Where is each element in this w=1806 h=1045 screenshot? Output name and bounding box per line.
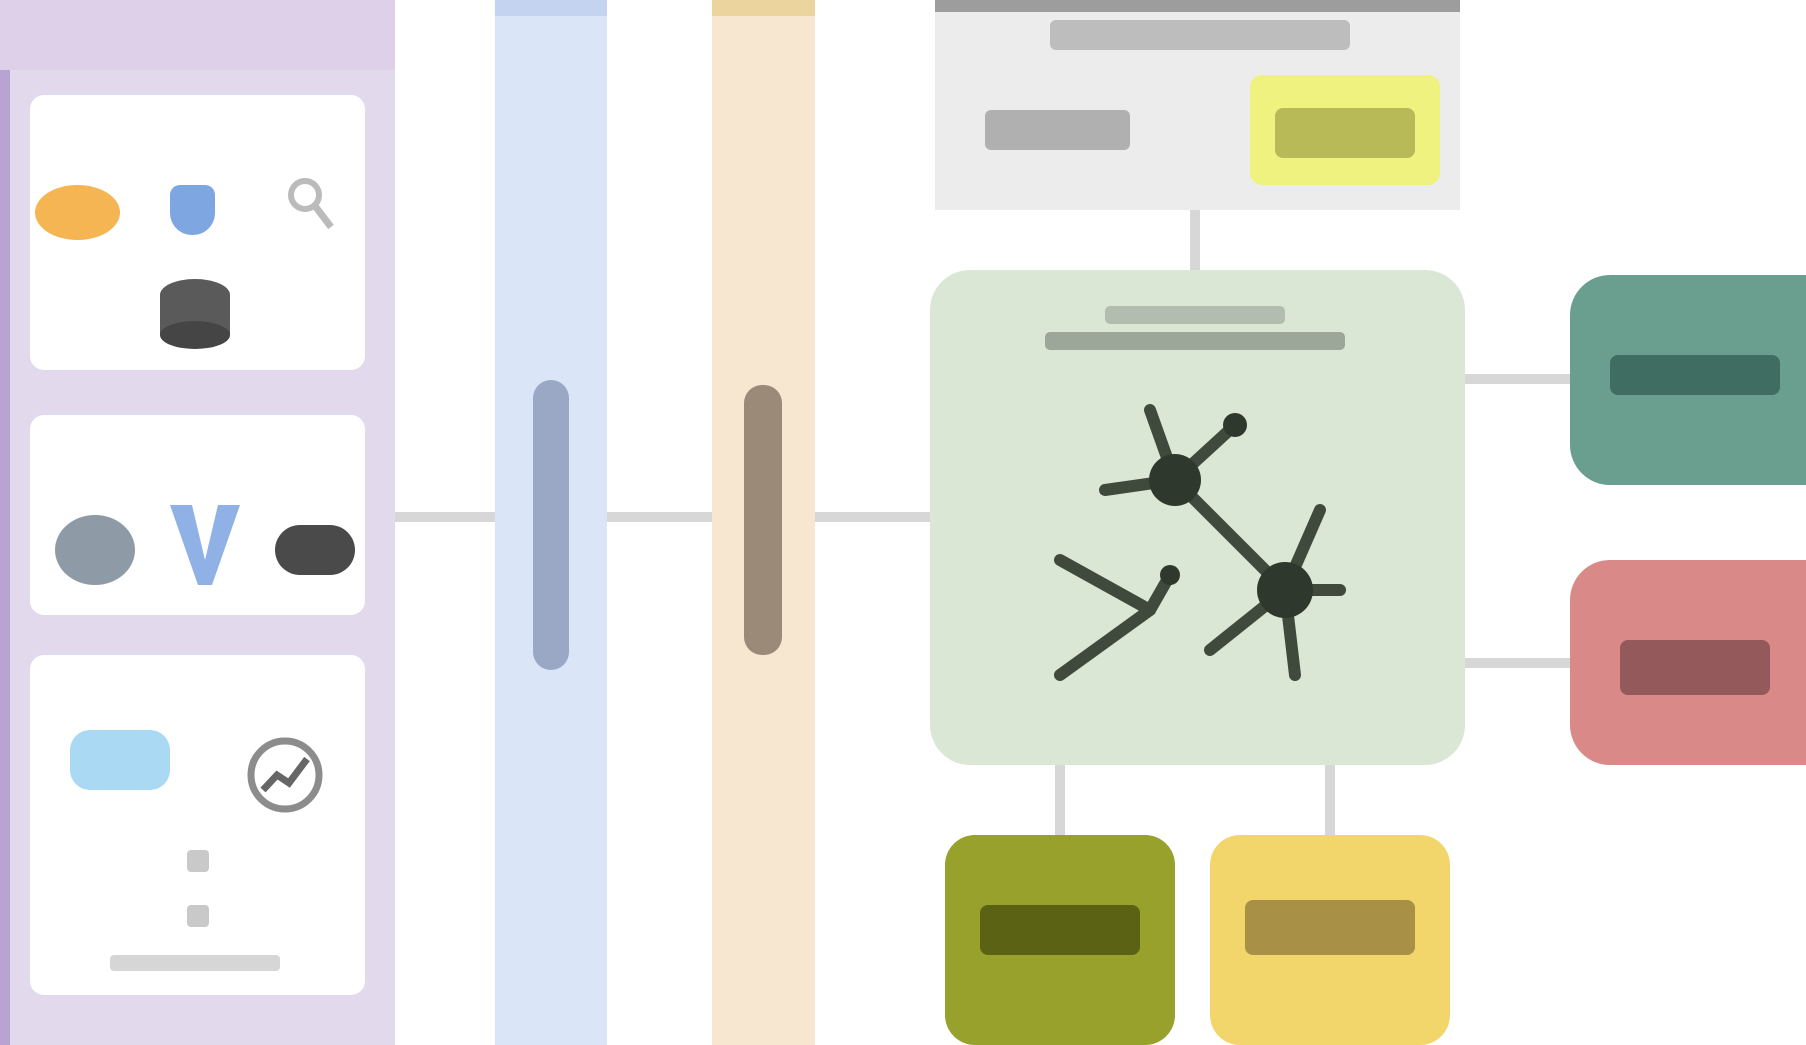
connector xyxy=(1465,658,1570,668)
connector xyxy=(1055,765,1065,835)
bottom-caption xyxy=(110,955,280,971)
v-logo-icon xyxy=(170,505,240,590)
small-marker-icon xyxy=(187,850,209,872)
connector xyxy=(815,512,930,522)
orange-layer-label xyxy=(744,385,782,655)
orange-layer-bar-cap xyxy=(712,0,815,16)
chart-icon xyxy=(245,735,325,815)
small-marker-icon xyxy=(187,905,209,927)
left-panel-title xyxy=(70,18,320,54)
central-core-box xyxy=(930,270,1465,765)
database-icon xyxy=(150,275,240,355)
card-outputs xyxy=(30,655,365,995)
water-icon xyxy=(70,730,170,790)
top-module-left-label xyxy=(985,110,1130,150)
blue-layer-label xyxy=(533,380,569,670)
connector xyxy=(607,512,712,522)
cloud-icon xyxy=(275,525,355,575)
orange-oval-icon xyxy=(35,185,120,240)
connector xyxy=(1190,210,1200,270)
top-module-title xyxy=(1050,20,1350,50)
connector xyxy=(1465,374,1570,384)
right-output-pink-label xyxy=(1620,640,1770,695)
bottom-output-yellow-label xyxy=(1245,900,1415,955)
connector xyxy=(395,512,495,522)
top-module-yellow-label xyxy=(1275,108,1415,158)
bottom-output-olive-label xyxy=(980,905,1140,955)
globe-icon xyxy=(55,515,135,585)
central-core-title xyxy=(1045,300,1345,362)
blue-layer-bar-cap xyxy=(495,0,607,16)
connector xyxy=(1325,765,1335,835)
blue-shield-icon xyxy=(170,185,215,235)
magnifier-icon xyxy=(285,175,335,235)
network-graph-icon xyxy=(1030,380,1360,700)
left-panel-header xyxy=(0,0,395,70)
right-output-teal-label xyxy=(1610,355,1780,395)
